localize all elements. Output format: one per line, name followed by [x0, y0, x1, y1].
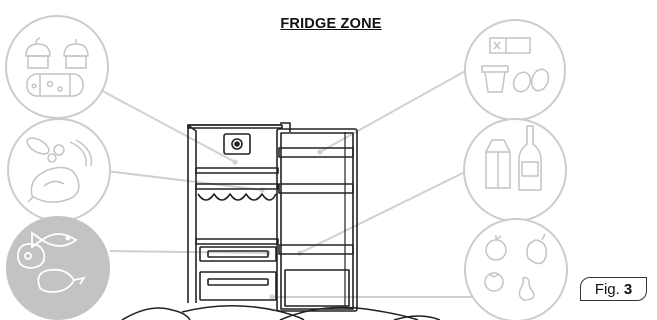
fish-icon — [31, 231, 78, 249]
fridge-illustration — [187, 122, 358, 312]
connector-line-cakes — [94, 86, 236, 163]
salami-icon — [26, 137, 93, 167]
connector-lines — [94, 68, 473, 298]
diagram-title: FRIDGE ZONE — [280, 16, 382, 32]
glass-shelf-2 — [195, 183, 279, 190]
figure-prefix: Fig. — [594, 280, 620, 298]
chicken-icon — [37, 268, 86, 293]
fan-unit — [223, 133, 251, 155]
fruit-icon — [484, 233, 548, 301]
zone-circle-bottles — [463, 118, 567, 222]
fridge-cabinet — [187, 124, 282, 303]
meat-icon — [17, 243, 46, 269]
fridge-door — [276, 128, 358, 312]
glass-shelf-1 — [195, 167, 279, 174]
ham-icon — [27, 166, 80, 203]
yoghurt-icon — [481, 65, 509, 93]
figure-label: Fig. 3 — [580, 277, 647, 301]
door-shelf-2 — [278, 183, 354, 194]
crisper-top — [199, 246, 277, 262]
eggs-icon — [512, 68, 550, 93]
zone-circle-fruit — [464, 218, 568, 320]
crisper-drawer — [199, 271, 277, 301]
door-shelf-3 — [278, 244, 354, 255]
connector-line-fish — [109, 250, 269, 254]
zone-circle-meats — [7, 118, 111, 222]
glass-shelf-3 — [195, 238, 279, 245]
butter-icon — [489, 37, 531, 54]
door-bin-bottom — [284, 269, 350, 307]
figure-number: 3 — [623, 280, 633, 298]
cheese-icon — [26, 73, 84, 97]
door-shelf-1 — [278, 147, 354, 158]
connector-line-bottles — [299, 170, 468, 254]
bottle-icon — [518, 125, 542, 191]
cake-icon — [25, 37, 89, 69]
floor-waves — [121, 305, 441, 320]
zone-circle-dairy — [464, 19, 566, 121]
zone-circle-cakes — [5, 15, 109, 119]
connector-line-dairy — [319, 68, 470, 153]
connector-line-meats — [105, 170, 263, 191]
zone-circle-fish — [6, 216, 110, 320]
carton-icon — [485, 139, 511, 189]
